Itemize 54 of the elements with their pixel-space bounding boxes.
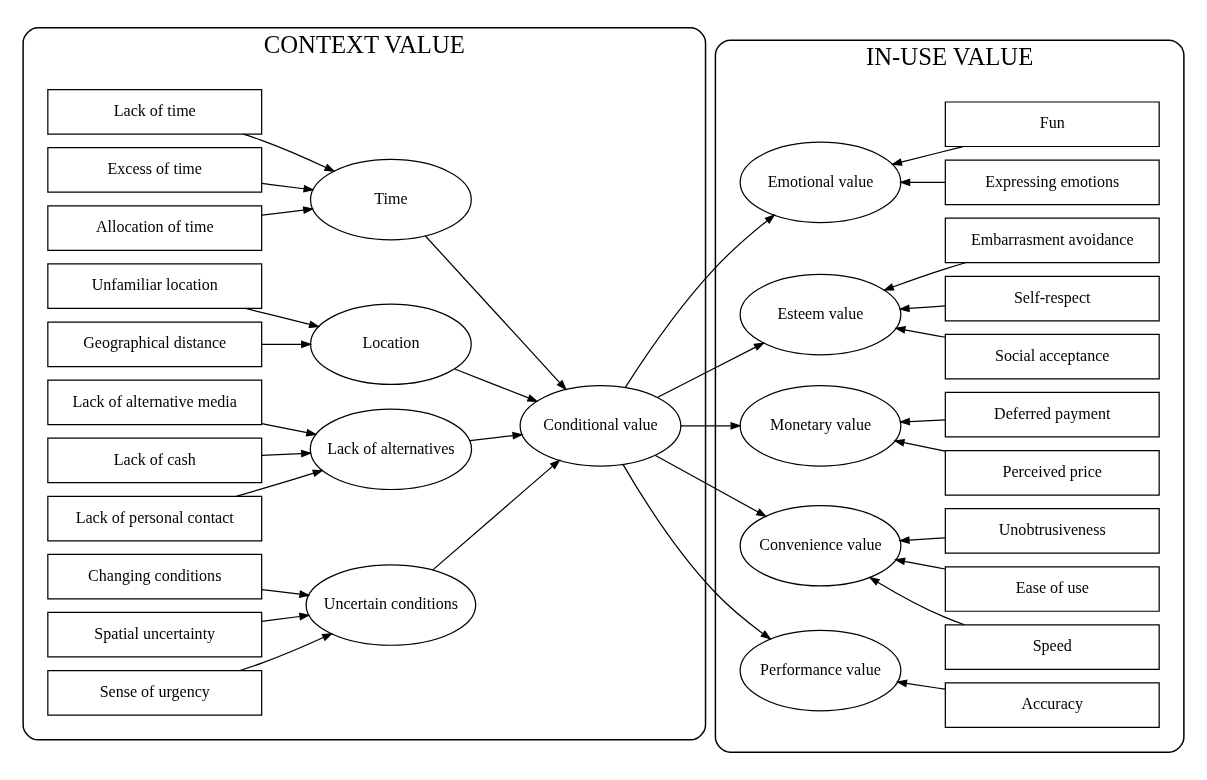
node-box: Self-respect [944,275,1160,322]
node-box: Accuracy [944,682,1160,729]
node-box: Deferred payment [944,391,1160,438]
arrow [261,612,311,622]
arrow [898,304,946,313]
arrow [895,679,946,690]
node-box: Lack of alternative media [47,379,263,426]
node-box: Sense of urgency [47,669,263,716]
arrow [654,454,768,518]
arrow [261,423,318,437]
arrow [261,206,315,216]
arrow [890,145,964,166]
node-ellipse: Time [309,158,472,241]
node-box: Perceived price [944,449,1160,496]
arrow [898,536,946,544]
arrow [261,182,315,193]
arrow [868,576,966,626]
arrow [894,326,946,338]
arrow [261,449,313,458]
node-box: Expressing emotions [944,159,1160,206]
node-box: Speed [944,624,1160,670]
arrow [431,459,561,571]
arrow [261,588,311,598]
node-ellipse: Monetary value [739,385,902,467]
arrow [899,178,946,187]
node-box: Lack of cash [47,437,263,484]
node-box: Unfamiliar location [47,263,263,310]
node-ellipse: Esteem value [739,273,902,356]
node-box: Lack of time [47,89,263,135]
arrow [261,340,313,349]
arrow [424,235,567,391]
node-box: Ease of use [944,566,1160,612]
node-box: Changing conditions [47,553,263,600]
arrow [893,438,946,452]
arrow [898,417,946,426]
arrow [622,463,772,640]
node-box: Embarrasment avoidance [944,217,1160,264]
node-box: Social acceptance [944,333,1160,380]
node-box: Excess of time [47,147,263,193]
node-box: Fun [944,101,1160,148]
node-box: Spatial uncertainty [47,611,263,658]
arrow [469,431,524,442]
node-ellipse: Uncertain conditions [305,564,477,646]
arrow [882,262,967,291]
node-box: Lack of personal contact [47,495,263,542]
arrow [657,342,766,398]
arrow [894,557,946,570]
node-box: Geographical distance [47,321,263,368]
arrow [624,214,776,388]
arrow [454,368,539,402]
node-box: Unobtrusiveness [944,508,1160,554]
node-ellipse: Conditional value [519,385,682,467]
node-box: Allocation of time [47,205,263,251]
arrow [680,421,742,430]
